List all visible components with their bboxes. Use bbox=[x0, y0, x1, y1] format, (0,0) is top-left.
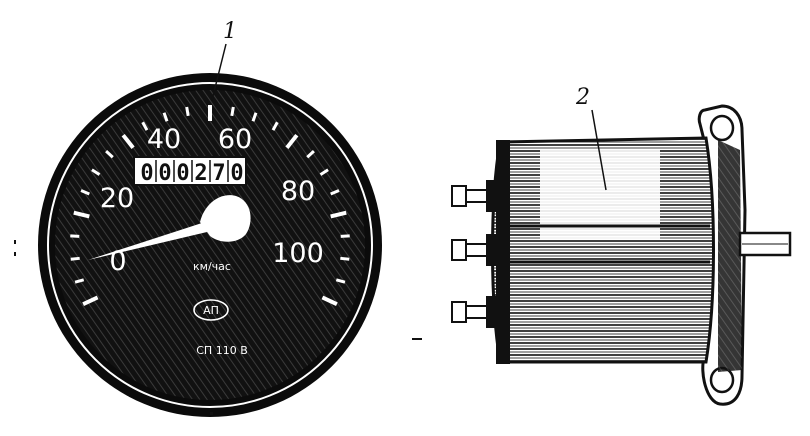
dial-tick bbox=[230, 106, 235, 117]
bezel-ring bbox=[47, 82, 373, 408]
scale-number-100: 100 bbox=[272, 238, 324, 269]
dial-ticks bbox=[70, 105, 350, 306]
dial-tick bbox=[82, 295, 99, 306]
needle-hub bbox=[200, 195, 251, 242]
scale-number-80: 80 bbox=[281, 176, 315, 207]
flange-hole-top bbox=[709, 114, 735, 142]
dial-tick bbox=[70, 234, 80, 238]
odometer-digit-1: 0 bbox=[140, 161, 153, 186]
dial-tick bbox=[74, 278, 85, 284]
dial-tick bbox=[73, 210, 90, 219]
dial-tick bbox=[185, 106, 190, 117]
model-label: СП 110 В bbox=[196, 344, 248, 357]
dial-tick bbox=[321, 295, 338, 306]
dial-tick bbox=[162, 112, 169, 122]
scale-number-20: 20 bbox=[100, 183, 134, 214]
scale-number-60: 60 bbox=[218, 124, 252, 155]
callout-1: 1 bbox=[211, 19, 237, 101]
scale-number-40: 40 bbox=[147, 124, 181, 155]
dial-tick bbox=[340, 234, 350, 238]
odometer-digit-3: 0 bbox=[176, 161, 189, 186]
dial-tick bbox=[335, 278, 346, 284]
dial-tick bbox=[306, 150, 315, 159]
housing-end-cap bbox=[496, 140, 510, 364]
terminal-middle bbox=[451, 234, 499, 266]
dial-tick bbox=[285, 133, 299, 149]
odometer-digit-6: 0 bbox=[230, 161, 243, 186]
dial-tick bbox=[105, 150, 114, 159]
dial-tick bbox=[319, 168, 329, 176]
emblem-text: АП bbox=[203, 304, 219, 317]
callout-label-1: 1 bbox=[223, 19, 237, 44]
terminal-bottom bbox=[451, 296, 499, 328]
odometer-digit-5: 7 bbox=[212, 161, 225, 186]
maker-emblem: АП bbox=[193, 299, 229, 321]
callout-2: 2 bbox=[575, 85, 607, 191]
dial-tick bbox=[80, 189, 90, 196]
odometer: 0 0 0 2 7 0 bbox=[133, 156, 247, 186]
dial-tick bbox=[330, 189, 340, 196]
dial-tick bbox=[121, 133, 135, 149]
dial-tick bbox=[330, 210, 347, 219]
dial-face bbox=[55, 90, 365, 400]
odometer-digit-4: 2 bbox=[194, 161, 207, 186]
callout-label-2: 2 bbox=[575, 85, 590, 110]
dial-tick bbox=[70, 256, 80, 261]
odometer-digit-2: 0 bbox=[158, 161, 171, 186]
dial-tick bbox=[271, 121, 279, 131]
callout-leader-1 bbox=[211, 43, 227, 101]
dial-tick bbox=[340, 256, 350, 261]
dial-tick bbox=[141, 121, 149, 131]
callout-leader-2 bbox=[591, 109, 607, 191]
speedometer: 0 20 40 60 80 100 0 0 0 2 7 0 км/час АП … bbox=[38, 73, 382, 417]
terminal-top bbox=[451, 180, 499, 212]
dial-tick bbox=[91, 168, 101, 176]
drive-unit bbox=[451, 104, 792, 406]
needle bbox=[88, 195, 251, 260]
unit-label: км/час bbox=[193, 260, 231, 273]
dial-tick bbox=[251, 112, 258, 122]
